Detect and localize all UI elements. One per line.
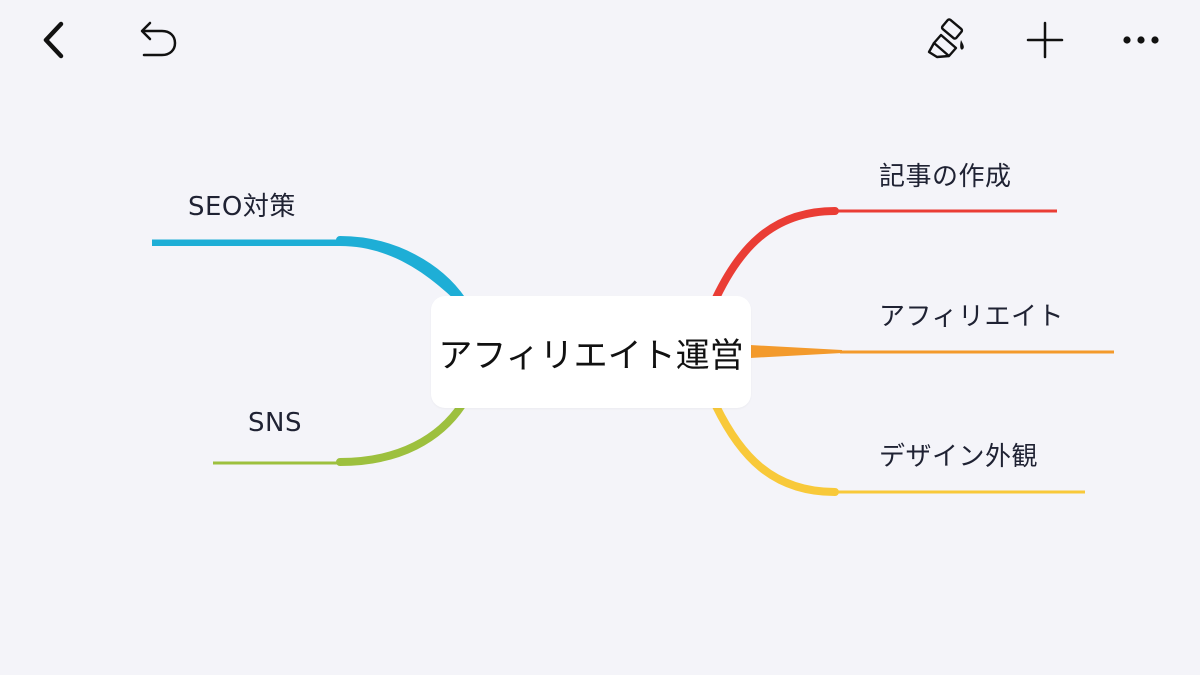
undo-arrow-icon (140, 21, 177, 57)
branch-node-seo[interactable]: SEO対策 (188, 192, 296, 222)
branch-node-design[interactable]: デザイン外観 (879, 442, 1039, 472)
chevron-left-icon (43, 21, 64, 59)
more-button[interactable] (1115, 14, 1167, 66)
back-button[interactable] (28, 14, 80, 66)
paint-brush-icon (927, 18, 964, 59)
add-button[interactable] (1019, 14, 1071, 66)
branch-node-affiliate[interactable]: アフィリエイト (879, 302, 1064, 332)
branch-curve-article (712, 207, 839, 302)
undo-button[interactable] (130, 14, 182, 66)
branch-line-seo (152, 241, 462, 303)
branch-node-article[interactable]: 記事の作成 (879, 162, 1012, 192)
style-button[interactable] (921, 14, 973, 66)
central-topic[interactable]: アフィリエイト運営 (431, 296, 751, 408)
branch-curve-design (712, 402, 839, 496)
central-topic-label: アフィリエイト運営 (438, 335, 744, 376)
branch-curve-seo (336, 236, 466, 304)
plus-icon (1026, 21, 1064, 59)
branch-node-sns[interactable]: SNS (248, 408, 302, 438)
top-toolbar (0, 0, 1200, 84)
branch-curve-sns (336, 401, 466, 466)
branch-wedge-affiliate (750, 345, 842, 358)
more-dots-icon (1123, 36, 1159, 44)
